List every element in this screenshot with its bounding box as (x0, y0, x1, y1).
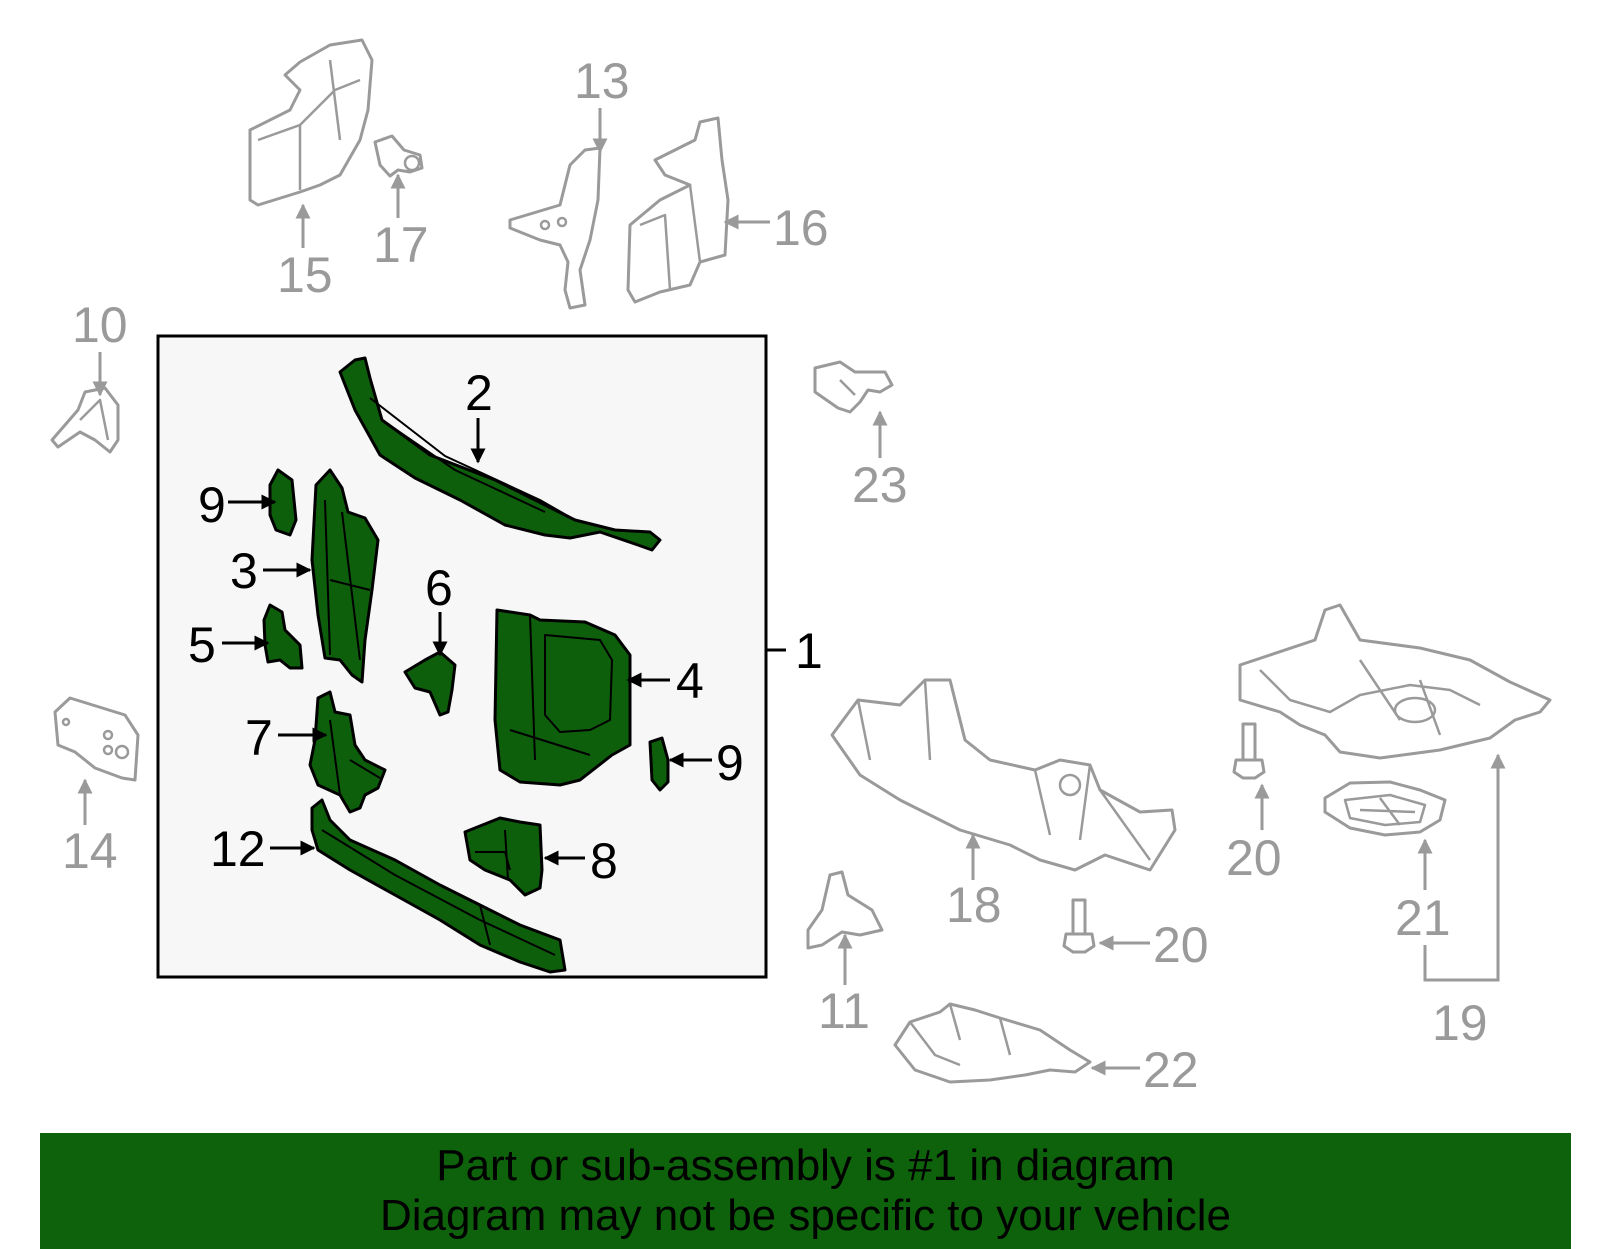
callout-13: 13 (574, 53, 630, 109)
callout-19: 19 (1432, 995, 1488, 1051)
part-18[interactable] (830, 678, 1177, 872)
part-21[interactable] (1323, 780, 1447, 837)
callout-14: 14 (62, 823, 118, 879)
callout-18: 18 (946, 877, 1002, 933)
part-7[interactable] (308, 690, 387, 814)
leader-19 (1423, 753, 1506, 982)
callout-6: 6 (425, 560, 453, 616)
callout-3: 3 (230, 543, 258, 599)
callout-20-lower: 20 (1153, 917, 1209, 973)
callout-1: 1 (795, 623, 823, 679)
callout-5: 5 (188, 617, 216, 673)
part-14[interactable] (53, 696, 140, 782)
part-17[interactable] (373, 134, 424, 178)
callout-23: 23 (852, 457, 908, 513)
callout-16: 16 (773, 200, 829, 256)
part-3[interactable] (310, 468, 380, 684)
part-20-bolt-lower[interactable] (1062, 898, 1096, 954)
callout-2: 2 (465, 365, 493, 421)
part-9-lower[interactable] (648, 736, 670, 792)
callout-15: 15 (277, 247, 333, 303)
part-22[interactable] (893, 1002, 1092, 1084)
part-23[interactable] (813, 360, 894, 414)
callout-20-upper: 20 (1226, 830, 1282, 886)
part-10[interactable] (50, 386, 120, 454)
assembly-box (156, 334, 768, 979)
callout-22: 22 (1143, 1042, 1199, 1098)
part-11[interactable] (806, 870, 884, 950)
callout-11: 11 (818, 983, 870, 1039)
banner-line-2: Diagram may not be specific to your vehi… (379, 1191, 1232, 1240)
part-12[interactable] (310, 798, 567, 974)
callout-17: 17 (373, 217, 429, 273)
part-15[interactable] (248, 38, 374, 207)
part-8[interactable] (463, 816, 544, 897)
part-4[interactable] (493, 608, 632, 787)
callout-12: 12 (210, 821, 266, 877)
part-2[interactable] (338, 356, 662, 552)
callout-8: 8 (590, 833, 618, 889)
part-13[interactable] (508, 146, 602, 310)
callout-9-upper: 9 (198, 477, 226, 533)
callout-10: 10 (72, 297, 128, 353)
info-banner: Part or sub-assembly is #1 in diagram Di… (40, 1133, 1571, 1249)
part-5[interactable] (262, 603, 304, 670)
callout-7: 7 (245, 710, 273, 766)
part-9-upper[interactable] (268, 468, 298, 537)
callout-9-lower: 9 (716, 735, 744, 791)
part-16[interactable] (626, 116, 730, 304)
callout-4: 4 (676, 653, 704, 709)
banner-line-1: Part or sub-assembly is #1 in diagram (436, 1141, 1175, 1190)
callout-21: 21 (1395, 890, 1451, 946)
part-20-bolt-upper[interactable] (1232, 722, 1266, 780)
part-19[interactable] (1238, 603, 1552, 760)
